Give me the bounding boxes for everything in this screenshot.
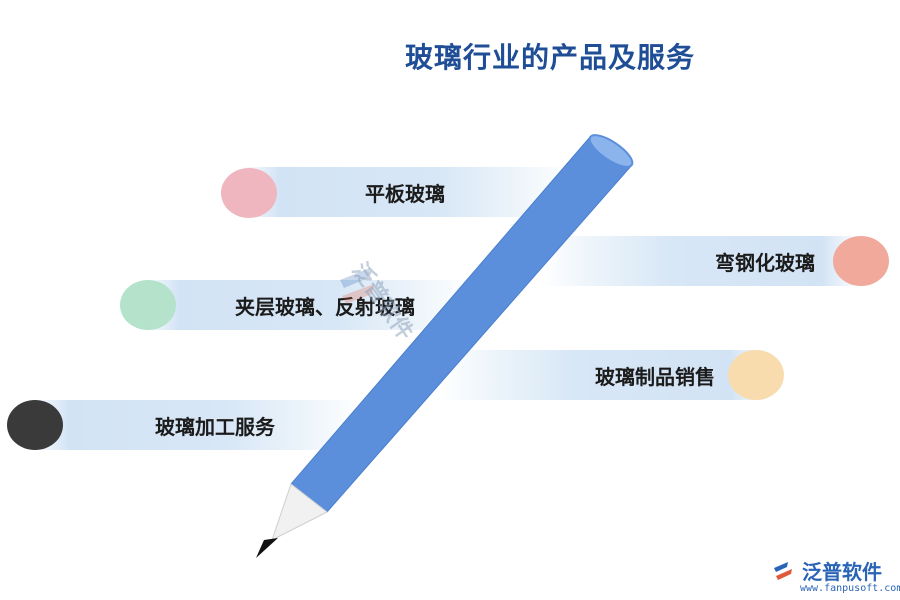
brand-name: 泛普软件: [802, 560, 882, 584]
item-bar-laminated-reflective-glass: 夹层玻璃、反射玻璃: [140, 280, 470, 330]
brand-url: www.fanpusoft.com: [800, 583, 900, 594]
pencil-body: [290, 136, 633, 513]
item-bar-flat-glass: 平板玻璃: [240, 167, 570, 217]
pencil-tip: [256, 538, 278, 558]
item-label-flat-glass: 平板玻璃: [365, 181, 445, 206]
item-bar-glass-product-sales: 玻璃制品销售: [440, 350, 770, 400]
item-dot-glass-product-sales: [728, 350, 784, 400]
diagram-title: 玻璃行业的产品及服务: [404, 41, 695, 74]
item-dot-glass-processing-service: [7, 400, 63, 450]
brand-logo: 泛普软件: [772, 556, 882, 585]
pencil-wood: [271, 483, 328, 542]
item-dot-flat-glass: [221, 168, 277, 218]
watermark-logo-icon: [340, 268, 374, 304]
fanpu-logo-icon: [774, 561, 792, 580]
item-label-bent-tempered-glass: 弯钢化玻璃: [715, 250, 815, 275]
item-bar-bent-tempered-glass: 弯钢化玻璃: [540, 236, 860, 286]
item-bar-glass-processing-service: 玻璃加工服务: [30, 400, 360, 450]
item-label-laminated-reflective-glass: 夹层玻璃、反射玻璃: [235, 294, 415, 319]
item-dot-bent-tempered-glass: [833, 236, 889, 286]
item-label-glass-product-sales: 玻璃制品销售: [595, 364, 715, 389]
item-dot-laminated-reflective-glass: [120, 280, 176, 330]
item-label-glass-processing-service: 玻璃加工服务: [155, 414, 275, 439]
pencil-cap: [588, 134, 634, 168]
